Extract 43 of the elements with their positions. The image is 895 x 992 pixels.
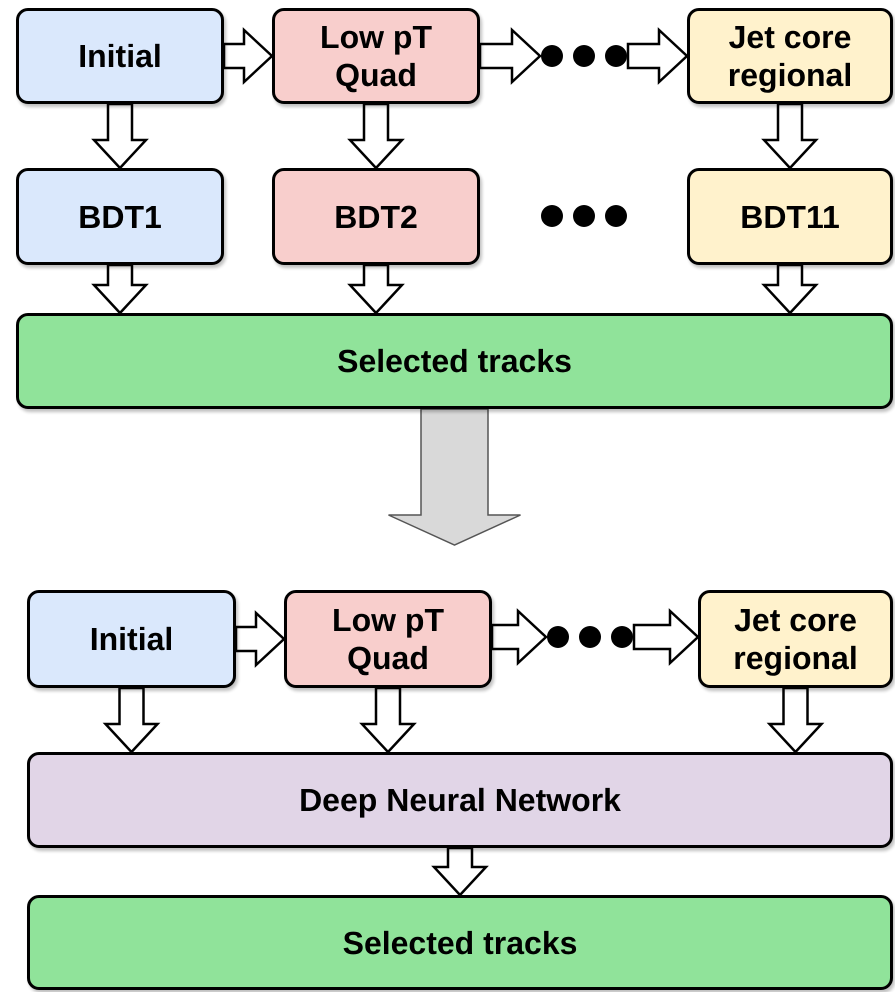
process-box [16,313,893,409]
box-label: Low pT Quad [319,18,433,94]
hollow-arrow [102,686,160,754]
box-label: Selected tracks [337,342,572,380]
process-box [698,590,893,688]
box-label: Initial [78,37,162,75]
hollow-arrow [490,608,548,666]
hollow-arrow [632,608,700,666]
hollow-arrow [347,102,405,170]
box-label: BDT2 [334,198,418,236]
hollow-arrow [234,610,286,668]
process-box [687,168,893,265]
box-label: BDT11 [740,198,840,236]
process-box [687,8,893,104]
process-box [284,590,492,688]
hollow-arrow [91,264,149,315]
hollow-arrow [766,686,824,754]
hollow-arrow [347,264,405,315]
hollow-arrow [761,264,819,315]
box-label: BDT1 [78,198,162,236]
hollow-arrow [431,846,489,897]
ellipsis-icon [546,625,634,649]
box-label: Selected tracks [342,924,578,962]
process-box [16,8,224,104]
box-label: Initial [90,620,174,658]
box-label: Jet core regional [732,601,859,677]
box-label: Low pT Quad [331,601,445,677]
hollow-arrow [626,27,689,85]
block-arrow [388,408,522,546]
process-box [272,168,480,265]
ellipsis-icon [540,44,628,68]
process-box [272,8,480,104]
box-label: Jet core regional [726,18,854,94]
hollow-arrow [761,102,819,170]
hollow-arrow [91,102,149,170]
hollow-arrow [359,686,417,754]
process-box [27,590,236,688]
box-label: Deep Neural Network [299,781,621,819]
process-box [27,895,893,990]
hollow-arrow [478,27,542,85]
hollow-arrow [222,27,274,85]
process-box [16,168,224,265]
process-box [27,752,893,848]
